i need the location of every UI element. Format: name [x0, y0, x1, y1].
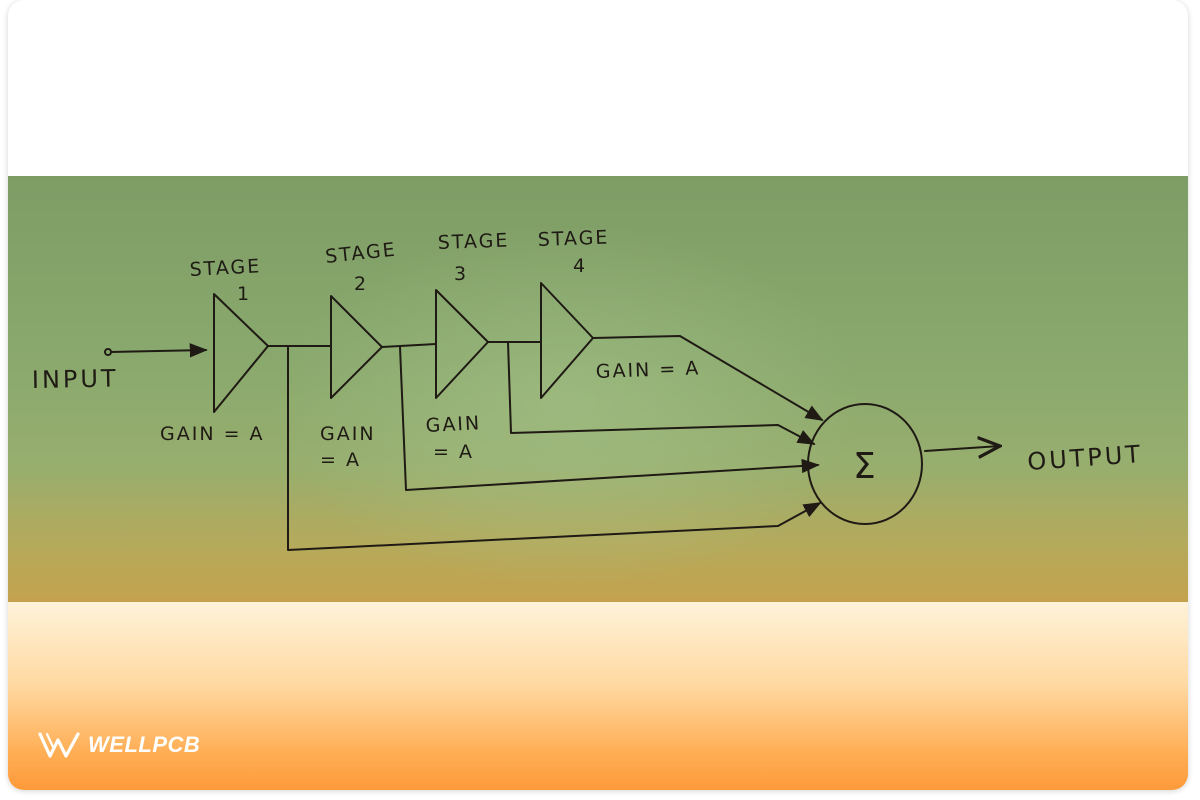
photo-background — [8, 176, 1188, 602]
stage-3-tap — [507, 341, 816, 445]
summer-circle — [807, 403, 923, 525]
summer-symbol: Σ — [853, 446, 876, 487]
image-card: INPUT OUTPUT Σ STAGE 1 STAGE 2 STAGE 3 S… — [8, 0, 1188, 790]
stage-3-number: 3 — [454, 263, 468, 285]
stage-1-number: 1 — [237, 283, 251, 305]
stage-4-amplifier — [540, 282, 594, 399]
wellpcb-logo-icon — [38, 732, 80, 758]
stage-3-title: STAGE — [437, 230, 509, 254]
stage-4-number: 4 — [573, 255, 587, 277]
stage-1-amplifier — [213, 293, 269, 413]
stage-2-title: STAGE — [324, 239, 398, 268]
stage-1-tap — [287, 345, 822, 551]
output-wire — [924, 446, 1000, 451]
stage-4-gain: GAIN = A — [595, 357, 700, 383]
stage-3-gain-line-2: = A — [433, 441, 474, 463]
stage-4-tap — [592, 335, 824, 421]
output-label: OUTPUT — [1026, 440, 1143, 476]
stage-2-amplifier — [330, 295, 383, 399]
stage-1-gain: GAIN = A — [160, 423, 265, 445]
orange-banner — [8, 602, 1188, 790]
wire-2-3 — [381, 343, 437, 348]
wellpcb-logo-text: WELLPCB — [88, 732, 201, 757]
stage-4-title: STAGE — [537, 227, 609, 251]
stage-2-gain-line-2: = A — [320, 449, 361, 471]
stage-2-gain-line-1: GAIN — [320, 423, 376, 445]
stage-2-tap — [399, 346, 820, 491]
input-label: INPUT — [32, 364, 119, 394]
stage-3-gain-line-1: GAIN — [425, 412, 482, 437]
input-wire — [110, 343, 208, 358]
stage-1-title: STAGE — [189, 255, 262, 281]
amplifier-diagram: INPUT OUTPUT Σ STAGE 1 STAGE 2 STAGE 3 S… — [32, 227, 1144, 551]
wellpcb-logo: WELLPCB — [38, 728, 200, 762]
stage-2-number: 2 — [354, 273, 368, 295]
stage-3-amplifier — [435, 289, 489, 399]
